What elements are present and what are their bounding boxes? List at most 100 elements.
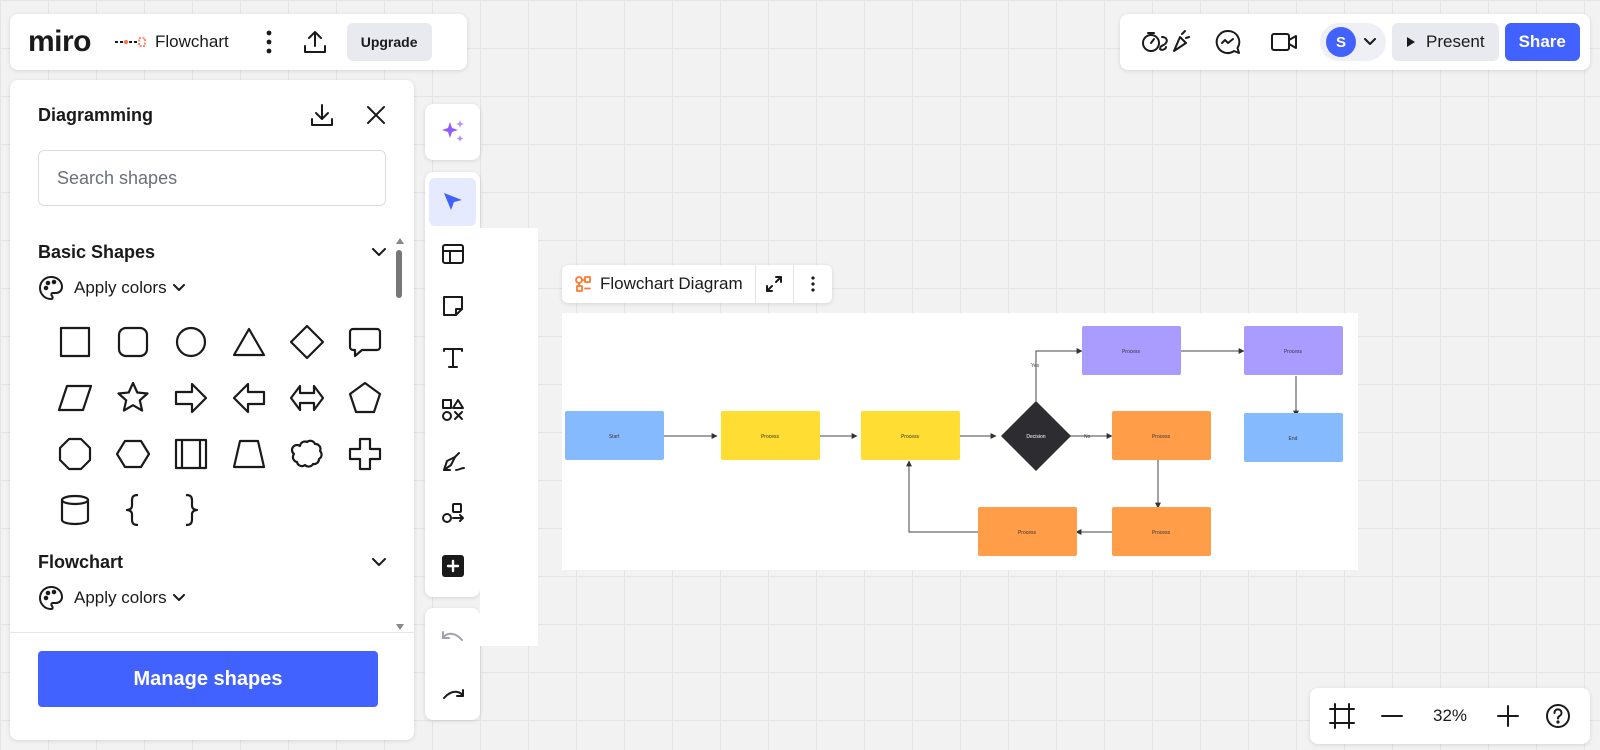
share-button[interactable]: Share — [1504, 23, 1580, 61]
shape-diamond[interactable] — [278, 314, 336, 370]
shapes-tool[interactable] — [429, 386, 476, 434]
creation-toolbar — [425, 172, 480, 597]
play-icon — [1406, 36, 1426, 48]
shape-speech-bubble[interactable] — [336, 314, 394, 370]
pen-tool[interactable] — [429, 438, 476, 486]
templates-tool[interactable] — [429, 230, 476, 278]
shape-square[interactable] — [46, 314, 104, 370]
flowchart-frame[interactable]: Start Process Process Decision Process P… — [562, 313, 1358, 570]
shape-arrow-right[interactable] — [162, 370, 220, 426]
shape-brace-right[interactable] — [162, 482, 220, 538]
shape-rounded-square[interactable] — [104, 314, 162, 370]
shape-pentagon[interactable] — [336, 370, 394, 426]
shape-hexagon[interactable] — [104, 426, 162, 482]
flow-node[interactable]: Process — [861, 411, 960, 460]
zoom-controls: 32% — [1310, 688, 1590, 744]
undo-icon — [440, 628, 466, 648]
flow-node[interactable]: Start — [565, 411, 664, 460]
miro-logo[interactable]: miro — [28, 25, 92, 58]
reactions-button[interactable] — [1138, 22, 1192, 62]
shape-parallelogram[interactable] — [46, 370, 104, 426]
zoom-level[interactable]: 32% — [1432, 706, 1468, 725]
board-name[interactable]: Flowchart — [155, 32, 229, 51]
timer-celebration-icon — [1140, 29, 1190, 55]
shape-star[interactable] — [104, 370, 162, 426]
panel-scrollbar[interactable] — [396, 238, 404, 630]
zoom-in-button[interactable] — [1486, 694, 1530, 738]
shape-double-arrow[interactable] — [278, 370, 336, 426]
select-tool[interactable] — [429, 178, 476, 226]
flow-node[interactable]: Process — [1112, 411, 1211, 460]
undo-button[interactable] — [429, 614, 476, 662]
import-shapes-button[interactable] — [306, 99, 338, 131]
more-vertical-icon — [266, 30, 272, 54]
section-title: Basic Shapes — [38, 241, 156, 262]
comments-button[interactable] — [1208, 22, 1248, 62]
apply-colors-dropdown[interactable]: Apply colors — [10, 270, 414, 306]
export-button[interactable] — [297, 24, 333, 60]
shape-predefined-process[interactable] — [162, 426, 220, 482]
sticky-note-tool[interactable] — [429, 282, 476, 330]
connectors — [661, 348, 1299, 535]
text-tool[interactable] — [429, 334, 476, 382]
scrollbar-thumb[interactable] — [396, 250, 402, 298]
ai-assist-button[interactable] — [425, 104, 480, 160]
chevron-down-icon — [172, 594, 185, 602]
user-avatar: S — [1326, 27, 1356, 57]
redo-button[interactable] — [429, 666, 476, 714]
flow-node[interactable]: Process — [1082, 326, 1181, 375]
more-vertical-icon — [811, 276, 815, 292]
shape-cross[interactable] — [336, 426, 394, 482]
shape-trapezoid[interactable] — [220, 426, 278, 482]
frame-title-button[interactable]: Flowchart Diagram — [562, 265, 756, 303]
help-button[interactable] — [1536, 694, 1580, 738]
decision-node[interactable]: Decision — [1001, 401, 1071, 471]
flow-node[interactable]: End — [1244, 413, 1343, 462]
frame-fit-icon — [1329, 703, 1355, 729]
shape-octagon[interactable] — [46, 426, 104, 482]
shape-circle[interactable] — [162, 314, 220, 370]
flowchart-frame-icon — [574, 275, 600, 293]
section-flowchart[interactable]: Flowchart — [10, 544, 414, 580]
shape-brace-left[interactable] — [104, 482, 162, 538]
shape-triangle[interactable] — [220, 314, 278, 370]
search-shapes-input[interactable] — [57, 167, 367, 189]
fit-to-screen-button[interactable] — [1320, 694, 1364, 738]
manage-shapes-button[interactable]: Manage shapes — [38, 651, 378, 707]
shape-cloud[interactable] — [278, 426, 336, 482]
present-button[interactable]: Present — [1392, 23, 1499, 61]
flow-node[interactable]: Process — [978, 507, 1077, 556]
flow-node[interactable]: Process — [1112, 507, 1211, 556]
section-basic-shapes[interactable]: Basic Shapes — [10, 234, 414, 270]
node-shape — [861, 411, 960, 460]
node-label: Process — [761, 434, 780, 440]
flow-node[interactable]: Process — [1244, 326, 1343, 375]
node-label: End — [1289, 436, 1298, 442]
diagramming-panel: Diagramming Basic Shapes Apply colors — [10, 80, 414, 740]
video-call-button[interactable] — [1264, 22, 1304, 62]
collaboration-bar: S Present Share — [1120, 14, 1590, 70]
node-shape — [1112, 411, 1211, 460]
node-label: Decision — [1026, 434, 1045, 440]
shape-cylinder[interactable] — [46, 482, 104, 538]
diagramming-tool[interactable] — [429, 490, 476, 538]
board-menu-button[interactable] — [251, 24, 287, 60]
chevron-down-icon — [372, 557, 386, 567]
zoom-out-button[interactable] — [1370, 694, 1414, 738]
flow-node[interactable]: Process — [721, 411, 820, 460]
basic-shapes-grid — [10, 306, 414, 538]
search-shapes-field[interactable] — [38, 150, 386, 206]
node-shape — [1244, 326, 1343, 375]
close-panel-button[interactable] — [360, 99, 392, 131]
expand-icon — [765, 275, 783, 293]
more-tools-button[interactable] — [429, 542, 476, 590]
node-label: Process — [1284, 349, 1303, 355]
help-icon — [1545, 703, 1571, 729]
shape-arrow-left[interactable] — [220, 370, 278, 426]
apply-colors-dropdown[interactable]: Apply colors — [10, 580, 414, 616]
upload-icon — [302, 29, 328, 55]
upgrade-button[interactable]: Upgrade — [346, 23, 432, 61]
expand-frame-button[interactable] — [756, 265, 794, 303]
frame-menu-button[interactable] — [794, 265, 832, 303]
collaborators-dropdown[interactable]: S — [1320, 23, 1386, 61]
